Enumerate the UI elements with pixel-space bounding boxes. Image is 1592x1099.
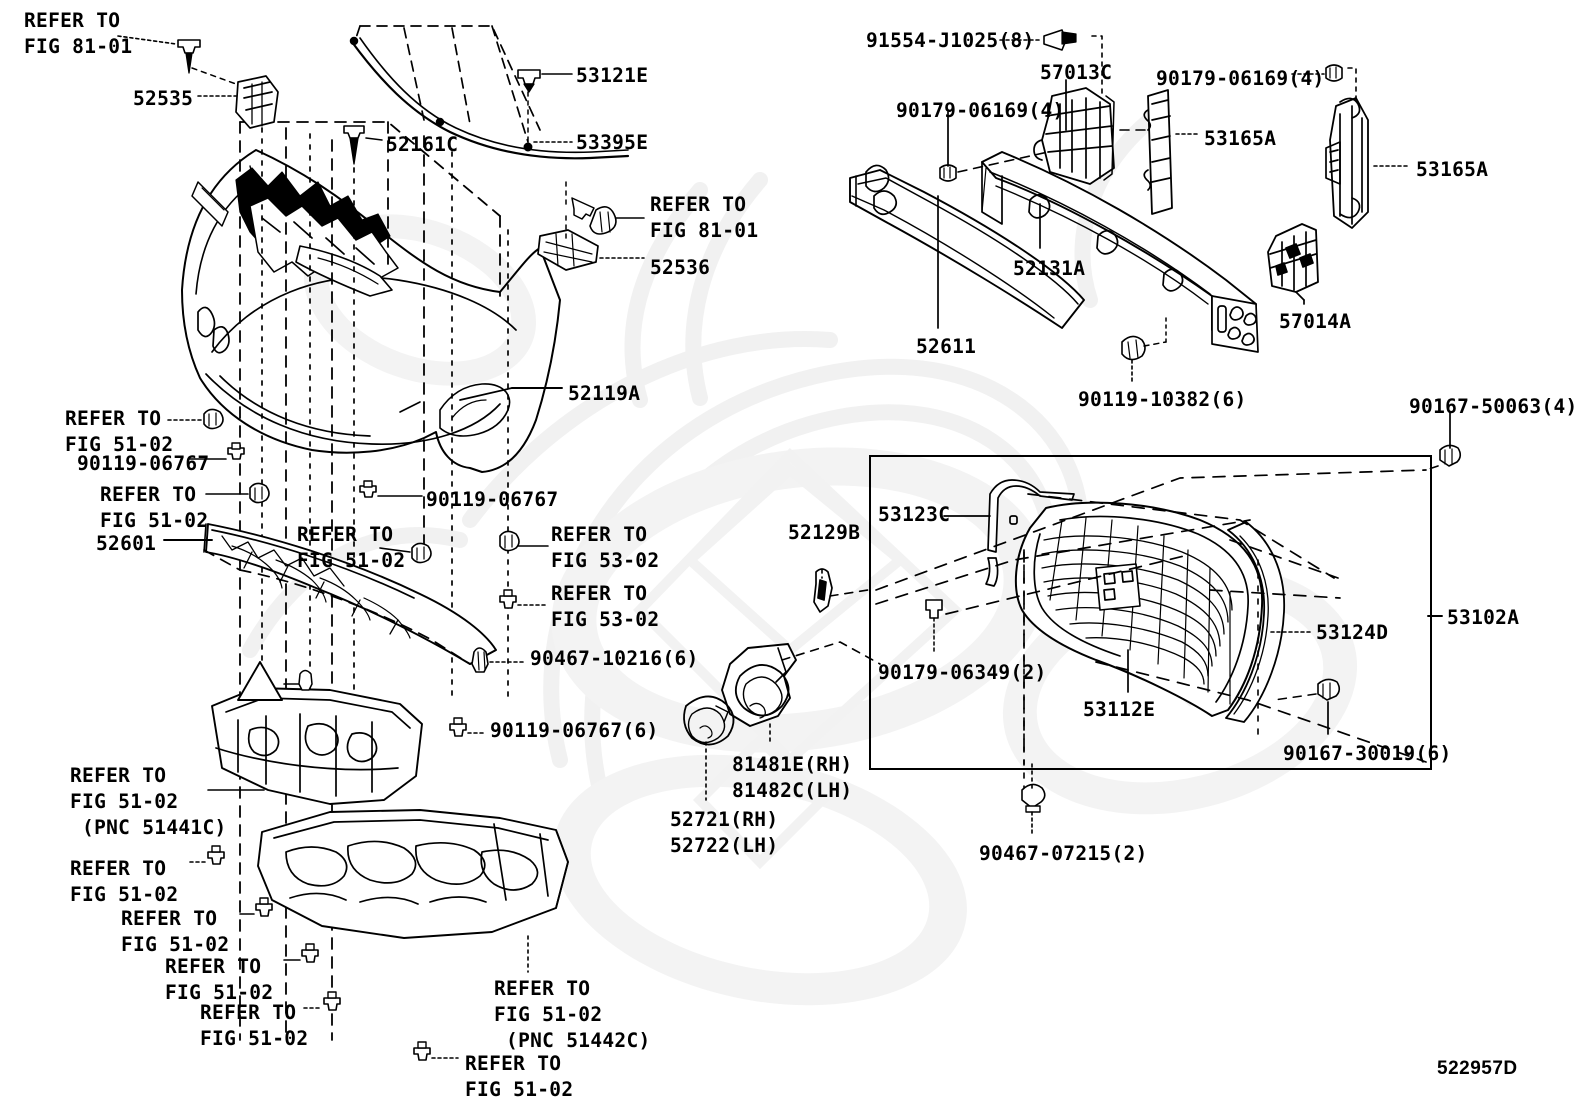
part-label-refer-81-01-b[interactable]: REFER TO FIG 81-01	[650, 193, 759, 242]
part-label-pn-90119-06767-b[interactable]: 90119-06767	[426, 488, 559, 511]
part-label-pn-90167-50063[interactable]: 90167-50063(4)	[1409, 395, 1578, 418]
figure-id: 522957D	[1437, 1058, 1518, 1079]
part-label-pn-52131A[interactable]: 52131A	[1013, 257, 1086, 280]
part-label-pn-57013C[interactable]: 57013C	[1040, 61, 1113, 84]
part-label-pn-52536[interactable]: 52536	[650, 256, 711, 279]
part-label-pn-53121E[interactable]: 53121E	[576, 64, 649, 87]
part-label-pn-52611[interactable]: 52611	[916, 335, 977, 358]
part-label-refer-81-01-a[interactable]: REFER TO FIG 81-01	[24, 9, 133, 58]
part-label-pn-52721-52722[interactable]: 52721(RH) 52722(LH)	[670, 808, 779, 857]
part-label-refer-51-02-j[interactable]: REFER TO FIG 51-02	[465, 1052, 574, 1099]
part-label-pn-81481-81482[interactable]: 81481E(RH) 81482C(LH)	[732, 753, 853, 802]
part-label-refer-51-02-h[interactable]: REFER TO FIG 51-02	[200, 1001, 309, 1050]
part-label-pn-90179-06169-a[interactable]: 90179-06169(4)	[896, 99, 1065, 122]
part-label-pn-53124D[interactable]: 53124D	[1316, 621, 1389, 644]
part-label-pn-90467-07215[interactable]: 90467-07215(2)	[979, 842, 1148, 865]
part-label-pn-90119-06767-c[interactable]: 90119-06767(6)	[490, 719, 659, 742]
part-label-pn-90179-06169-b[interactable]: 90179-06169(4)	[1156, 67, 1325, 90]
part-label-refer-51-02-e[interactable]: REFER TO FIG 51-02	[70, 857, 179, 906]
part-label-pn-52129B[interactable]: 52129B	[788, 521, 861, 544]
part-label-refer-51-02-a[interactable]: REFER TO FIG 51-02	[65, 407, 174, 456]
part-label-pn-53102A[interactable]: 53102A	[1447, 606, 1520, 629]
part-label-refer-53-02-a[interactable]: REFER TO FIG 53-02	[551, 523, 660, 572]
part-label-refer-53-02-b[interactable]: REFER TO FIG 53-02	[551, 582, 660, 631]
part-label-pn-53395E[interactable]: 53395E	[576, 131, 649, 154]
part-label-refer-51-02-b[interactable]: REFER TO FIG 51-02	[100, 483, 209, 532]
part-label-pn-53123C[interactable]: 53123C	[878, 503, 951, 526]
part-label-refer-51-02-f[interactable]: REFER TO FIG 51-02	[121, 907, 230, 956]
part-label-pn-52119A[interactable]: 52119A	[568, 382, 641, 405]
part-label-pn-90119-06767-a[interactable]: 90119-06767	[77, 452, 210, 475]
part-label-pn-52161C[interactable]: 52161C	[386, 133, 459, 156]
part-label-pn-57014A[interactable]: 57014A	[1279, 310, 1352, 333]
part-label-refer-51-02-i[interactable]: REFER TO FIG 51-02 (PNC 51442C)	[494, 977, 651, 1052]
part-label-refer-51-02-g[interactable]: REFER TO FIG 51-02	[165, 955, 274, 1004]
part-label-pn-91554-J1025[interactable]: 91554-J1025(8)	[866, 29, 1035, 52]
part-label-pn-52601[interactable]: 52601	[96, 532, 157, 555]
part-label-pn-53165A-b[interactable]: 53165A	[1416, 158, 1489, 181]
part-label-pn-52535[interactable]: 52535	[133, 87, 194, 110]
part-label-refer-51-02-c[interactable]: REFER TO FIG 51-02	[297, 523, 406, 572]
part-label-refer-51-02-d[interactable]: REFER TO FIG 51-02 (PNC 51441C)	[70, 764, 227, 839]
part-label-pn-90467-10216[interactable]: 90467-10216(6)	[530, 647, 699, 670]
part-label-pn-90167-30019[interactable]: 90167-30019(6)	[1283, 742, 1452, 765]
radiator-grille-detail-box	[869, 455, 1432, 770]
part-label-pn-90119-10382[interactable]: 90119-10382(6)	[1078, 388, 1247, 411]
part-label-pn-53112E[interactable]: 53112E	[1083, 698, 1156, 721]
part-label-pn-53165A-a[interactable]: 53165A	[1204, 127, 1277, 150]
part-label-pn-90179-06349[interactable]: 90179-06349(2)	[878, 661, 1047, 684]
